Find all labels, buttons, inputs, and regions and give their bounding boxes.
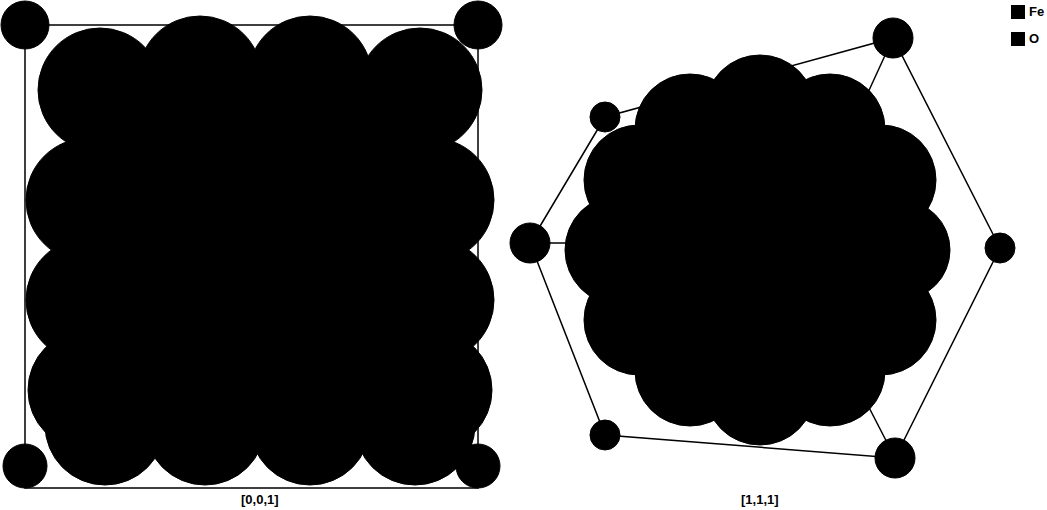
legend-swatch: [1011, 5, 1025, 19]
view-direction-label: [0,0,1]: [239, 492, 281, 507]
projection-111: [510, 18, 1015, 478]
legend-swatch: [1011, 32, 1025, 46]
projection-001: [1, 1, 502, 488]
view-direction-label: [1,1,1]: [739, 492, 781, 507]
legend-text: Fe: [1029, 4, 1044, 19]
legend-text: O: [1029, 31, 1039, 46]
